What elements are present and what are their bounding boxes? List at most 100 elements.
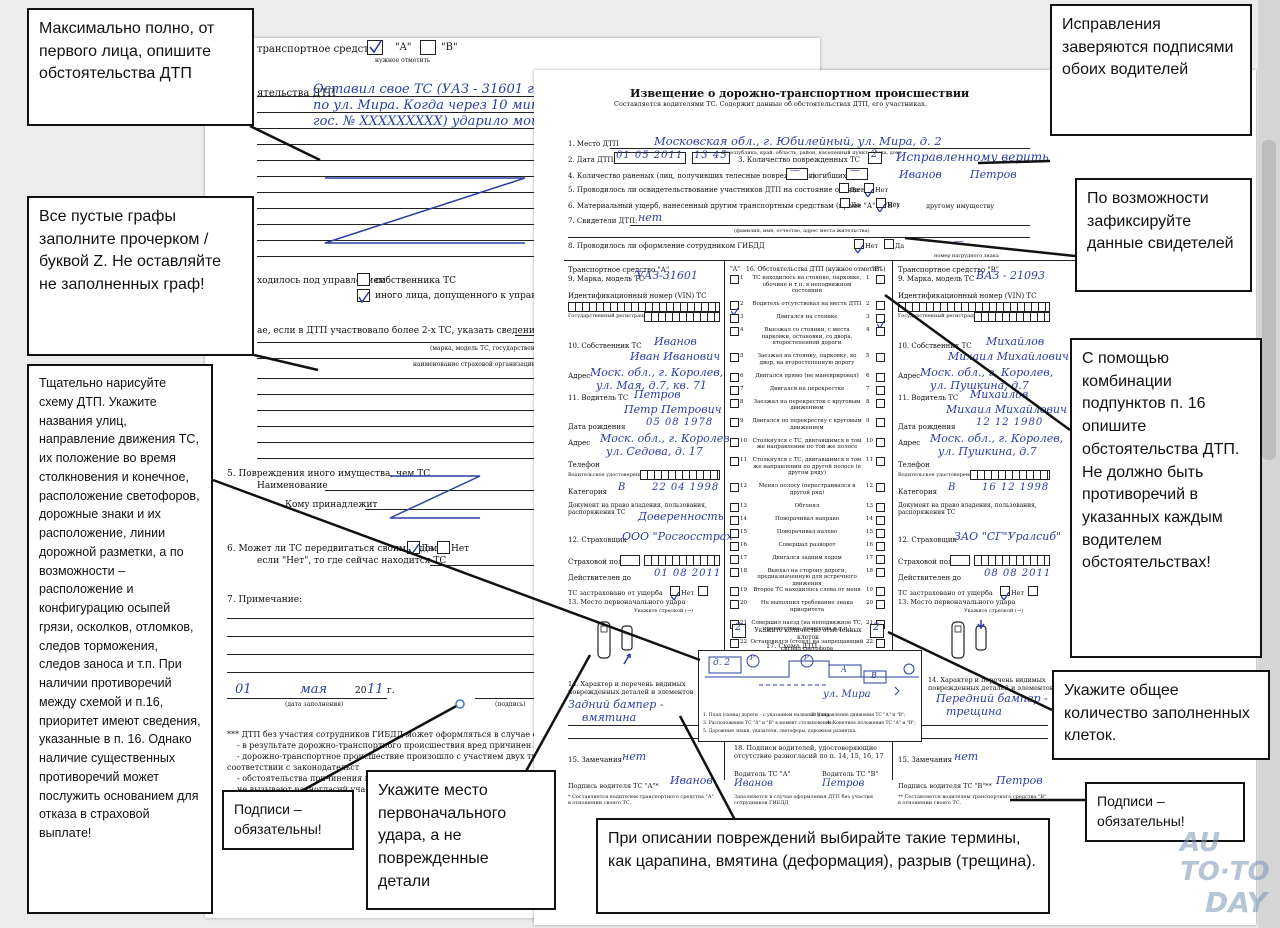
circumstance-a-checkbox[interactable] — [730, 385, 739, 395]
circumstance-a-checkbox[interactable] — [730, 275, 739, 284]
sign-caption: (подпись) — [495, 701, 526, 708]
circumstance-text: Поворачивал налево — [776, 528, 838, 535]
circumstance-b-checkbox[interactable] — [876, 600, 885, 609]
vehicle-a-checkbox[interactable] — [367, 40, 383, 55]
scheme-parking-1: P — [750, 654, 755, 662]
circumstance-b-checkbox[interactable] — [876, 554, 885, 564]
circumstance-a-checkbox[interactable] — [730, 567, 739, 577]
circumstance-a-checkbox[interactable] — [730, 483, 739, 492]
circumstance-b-checkbox[interactable] — [876, 515, 885, 525]
circumstance-a-checkbox[interactable] — [730, 314, 739, 323]
circumstance-text: Совершил наезд (на неподвижное ТС, препя… — [751, 619, 863, 633]
watermark-line-2: TO·TO — [1180, 857, 1270, 887]
circumstance-text: Двигался на стоянке — [776, 314, 838, 320]
circumstance-a-checkbox[interactable] — [730, 327, 739, 336]
scrollbar-thumb[interactable] — [1262, 140, 1276, 460]
vehicle-label: транспортное средство — [257, 44, 381, 55]
circumstance-a-checkbox[interactable] — [730, 554, 739, 564]
circumstance-b-checkbox[interactable] — [876, 502, 885, 512]
circumstance-number: 3 — [740, 314, 744, 320]
gibdd-no-checkbox[interactable] — [854, 239, 864, 255]
item6-where-label: если "Нет", то где сейчас находится ТС — [257, 556, 447, 566]
reg-cells-b — [974, 312, 1050, 322]
circumstance-b-checkbox[interactable] — [876, 457, 885, 466]
check-icon — [864, 188, 874, 199]
circumstance-b-checkbox[interactable] — [876, 385, 885, 395]
circumstance-a-checkbox[interactable] — [730, 437, 739, 447]
car-diagram-b-icon — [951, 620, 987, 659]
impact-label-a: 13. Место первоначального удара — [568, 598, 686, 606]
circumstance-a-checkbox[interactable] — [730, 502, 739, 512]
circumstance-b-checkbox[interactable] — [876, 541, 885, 551]
circumstance-a-checkbox[interactable] — [730, 541, 739, 551]
count-cell-b — [870, 624, 884, 638]
driver-b-address-2: ул. Пушкина, д.7 — [938, 445, 1037, 458]
circumstance-b-checkbox[interactable] — [876, 567, 885, 577]
circumstance-b-checkbox[interactable] — [876, 327, 885, 336]
circumstance-a-checkbox[interactable] — [730, 639, 739, 648]
vehicle-b-checkbox[interactable] — [420, 40, 436, 55]
circumstance-b-checkbox[interactable] — [876, 275, 885, 284]
circumstance-number: 21 — [740, 619, 747, 626]
callout-impact: Укажите место первоначального удара, а н… — [366, 770, 556, 910]
policy-label-b: Страховой полис — [898, 558, 962, 566]
owner-checkbox[interactable] — [357, 273, 370, 286]
circumstance-a-checkbox[interactable] — [730, 515, 739, 525]
col-a-header: "А" — [730, 266, 741, 273]
insured-a-no-checkbox[interactable] — [698, 586, 708, 596]
circumstance-a-checkbox[interactable] — [730, 372, 739, 382]
sign-label-b: Подпись водителя ТС "В"** — [898, 782, 992, 790]
insured-b-no-checkbox[interactable] — [1028, 586, 1038, 596]
circumstance-b-checkbox[interactable] — [876, 483, 885, 492]
circumstance-b-checkbox[interactable] — [876, 314, 885, 330]
circumstance-number: 18 — [866, 567, 873, 574]
circumstance-a-checkbox[interactable] — [730, 301, 739, 317]
driver-a-address-2: ул. Седова, д. 17 — [606, 445, 703, 458]
watermark-line-3: DAY — [1205, 886, 1267, 919]
circumstance-a-checkbox[interactable] — [730, 398, 739, 408]
circumstance-a-checkbox[interactable] — [730, 418, 739, 427]
count-a-value: 2 — [735, 622, 742, 633]
damage-a-line-1: Задний бампер - — [568, 698, 664, 711]
circumstance-b-checkbox[interactable] — [876, 528, 885, 538]
circumstance-a-checkbox[interactable] — [730, 353, 739, 362]
circumstance-a-checkbox[interactable] — [730, 587, 739, 596]
circumstance-b-checkbox[interactable] — [876, 301, 885, 310]
scheme-legend-5: 5. Дорожные знаки, указатели, светофоры,… — [703, 729, 857, 734]
circumstance-b-checkbox[interactable] — [876, 372, 885, 382]
footer-line-5: - обстоятельства причинения вред — [237, 774, 384, 783]
insured-b-yes-checkbox[interactable] — [1000, 586, 1010, 602]
circumstance-b-checkbox[interactable] — [876, 437, 885, 447]
gibdd-yes-checkbox[interactable] — [884, 239, 894, 249]
insured-b-no-label: Нет — [1011, 589, 1025, 597]
fill-date-suffix: г. — [387, 686, 395, 696]
circumstance-text: Менял полосу (перестраивался в другой ря… — [758, 483, 856, 496]
exam-no-checkbox[interactable] — [864, 183, 874, 199]
circumstance-b-checkbox[interactable] — [876, 418, 885, 427]
circumstance-b-checkbox[interactable] — [876, 587, 885, 596]
insured-a-yes-checkbox[interactable] — [670, 586, 680, 602]
circumstance-text: Не выполнил требование знака приоритета — [760, 600, 854, 613]
item6-no-checkbox[interactable] — [437, 541, 450, 554]
circumstance-a-checkbox[interactable] — [730, 528, 739, 538]
circumstance-a-checkbox[interactable] — [730, 457, 739, 466]
circumstance-number: 15 — [740, 528, 747, 535]
material-no-checkbox[interactable] — [876, 198, 886, 214]
footnote-mid: Заполняется в случае оформления ДТП без … — [734, 794, 874, 806]
other-driver-checkbox[interactable] — [357, 289, 370, 304]
circumstance-b-checkbox[interactable] — [876, 398, 885, 408]
material-yes-checkbox[interactable] — [840, 198, 850, 208]
circumstance-b-checkbox[interactable] — [876, 353, 885, 362]
circumstance-a-checkbox[interactable] — [730, 600, 739, 609]
item5-owner-label: Кому принадлежит — [285, 500, 378, 510]
driver-a-name: Петр Петрович — [624, 403, 722, 416]
exam-yes-checkbox[interactable] — [839, 183, 849, 193]
item6-yes-checkbox[interactable] — [407, 541, 420, 556]
circumstance-b-checkbox[interactable] — [876, 639, 885, 648]
circumstances-text-2: по ул. Мира. Когда через 10 минут в — [313, 98, 571, 113]
circumstance-number: 9 — [740, 418, 744, 424]
